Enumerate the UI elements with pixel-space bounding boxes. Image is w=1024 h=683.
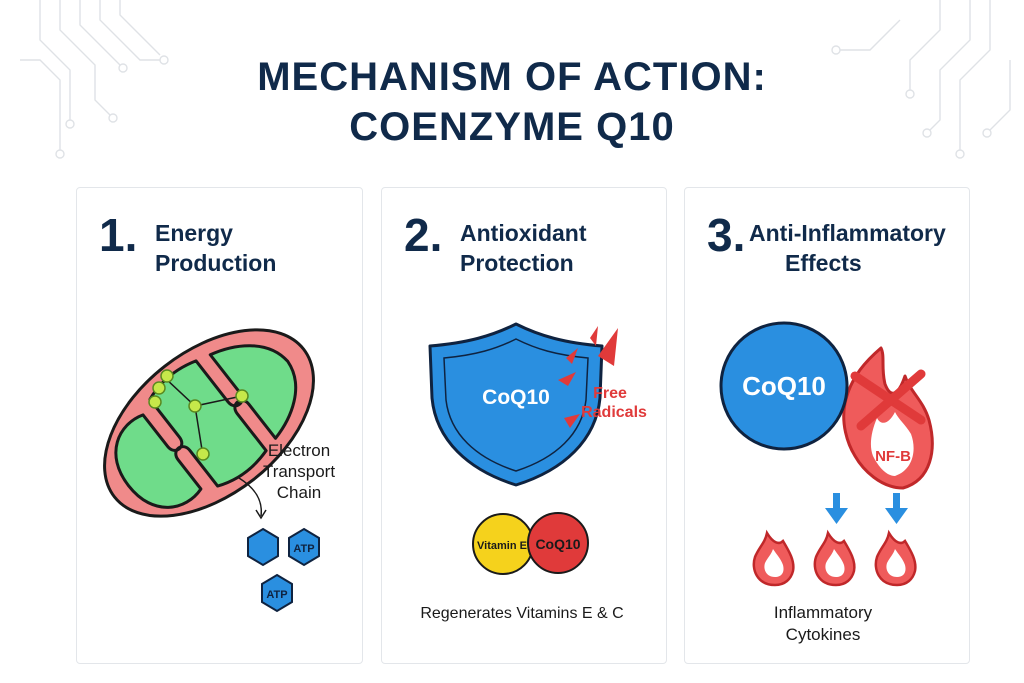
down-arrow-icons bbox=[825, 493, 908, 524]
atp-hexagon-2 bbox=[288, 527, 320, 567]
arrow-to-atp bbox=[238, 477, 263, 517]
panel-antioxidant-protection: 2. Antioxidant Protection CoQ10 Free Rad… bbox=[381, 187, 667, 664]
step-number: 3. bbox=[707, 209, 746, 261]
mitochondria-diagram: Electron Transport Chain ATP ATP bbox=[103, 328, 335, 613]
atp-hexagon-1 bbox=[247, 527, 279, 567]
cytokines-caption-1: Inflammatory bbox=[774, 603, 873, 622]
step-number: 1. bbox=[99, 209, 138, 261]
free-radicals-label-1: Free bbox=[593, 385, 627, 402]
vitamin-e-label: Vitamin E bbox=[477, 540, 527, 552]
atp-label-1: ATP bbox=[293, 543, 314, 555]
step-title: Anti-Inflammatory Effects bbox=[749, 218, 946, 278]
atp-label-2: ATP bbox=[266, 589, 287, 601]
step-title-line1: Anti-Inflammatory bbox=[749, 220, 946, 246]
free-radical-shards bbox=[558, 326, 618, 428]
shield-label: CoQ10 bbox=[482, 386, 550, 409]
coq10-circle-label: CoQ10 bbox=[535, 536, 580, 552]
step-title-line2: Production bbox=[155, 250, 277, 276]
step-title-line1: Antioxidant bbox=[460, 220, 587, 246]
antioxidant-diagram: CoQ10 Free Radicals Vitamin E CoQ10 Rege… bbox=[420, 322, 647, 622]
block-x-icon bbox=[850, 369, 926, 431]
mitochondria-icon bbox=[103, 328, 315, 518]
shield-icon bbox=[428, 322, 604, 487]
step-number: 2. bbox=[404, 209, 443, 261]
step-title: Antioxidant Protection bbox=[460, 218, 587, 278]
cytokines-caption-2: Cytokines bbox=[786, 625, 861, 644]
regenerates-caption: Regenerates Vitamins E & C bbox=[420, 605, 623, 622]
panel-energy-production: 1. Energy Production Electron Transport … bbox=[76, 187, 363, 664]
cytokine-flame-icons bbox=[752, 529, 917, 587]
anti-inflammatory-diagram: NF-B CoQ10 bbox=[719, 321, 934, 644]
free-radicals-label-2: Radicals bbox=[581, 404, 647, 421]
step-title-line2: Protection bbox=[460, 250, 574, 276]
step-title-line2: Effects bbox=[785, 250, 862, 276]
panel-anti-inflammatory: 3. Anti-Inflammatory Effects NF-B CoQ10 bbox=[684, 187, 970, 664]
step-title: Energy Production bbox=[155, 218, 276, 278]
atp-hexagon-3 bbox=[261, 573, 293, 613]
coq10-circle bbox=[719, 321, 849, 451]
electron-transport-label-3: Chain bbox=[277, 483, 321, 502]
page-title: MECHANISM OF ACTION: COENZYME Q10 bbox=[0, 52, 1024, 152]
step-title-line1: Energy bbox=[155, 220, 233, 246]
page-title-line1: MECHANISM OF ACTION: bbox=[257, 55, 767, 99]
page-title-line2: COENZYME Q10 bbox=[349, 105, 675, 149]
nf-b-label: NF-B bbox=[875, 448, 911, 465]
coq10-label: CoQ10 bbox=[742, 371, 826, 401]
coq10-circle bbox=[527, 512, 589, 574]
electron-transport-label-1: Electron bbox=[268, 441, 330, 460]
electron-transport-label-2: Transport bbox=[263, 462, 335, 481]
